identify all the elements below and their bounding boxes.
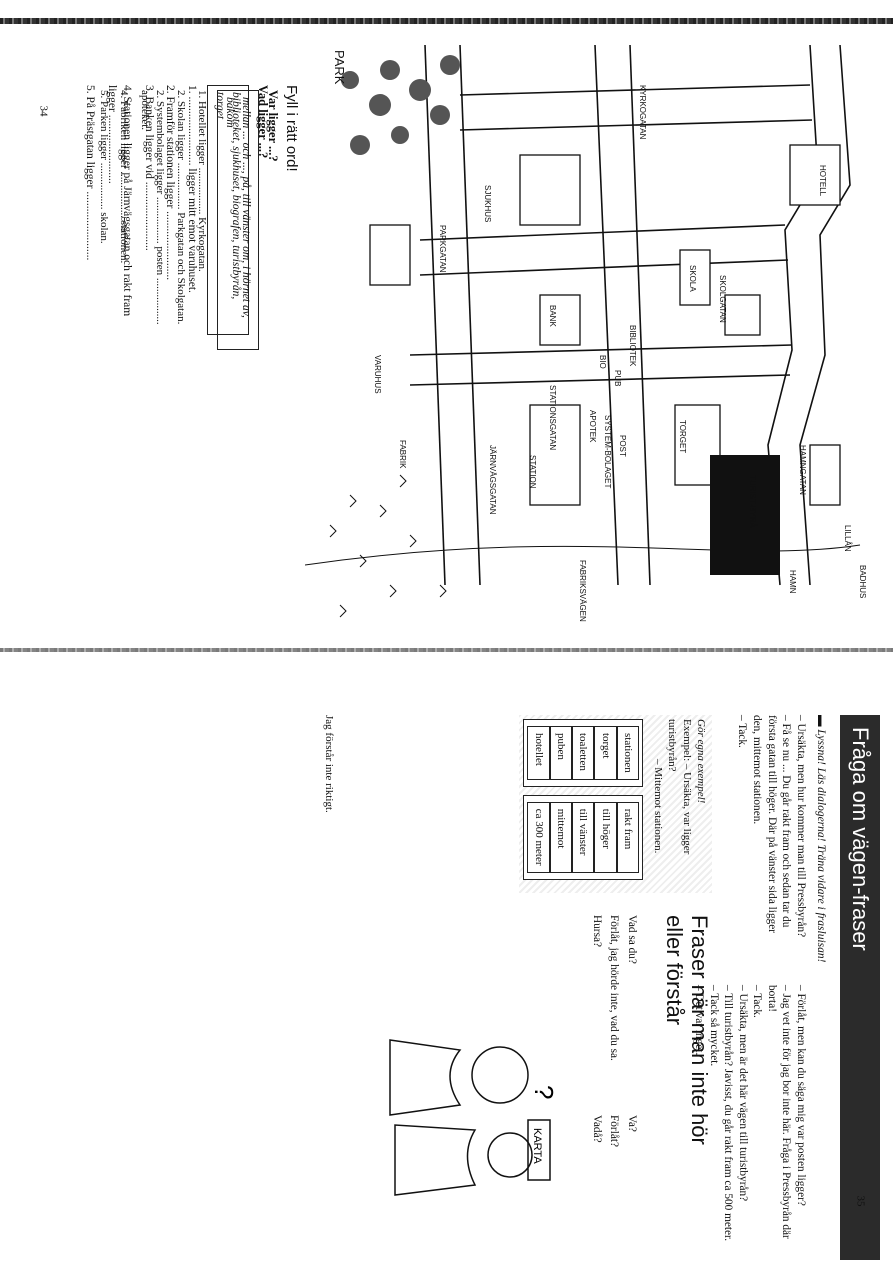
direction-2: till höger [594,801,617,873]
dialog-1-line-2: – Få se nu ... Du går rakt fram och seda… [750,715,793,934]
var-item-5: 5. Parken ligger ................. skola… [97,90,110,244]
place-3: toaletten [571,726,595,780]
map-label-sjukhus: SJUKHUS [483,185,492,222]
map-label-hamngatan: HAMNGATAN [798,445,807,495]
map-label-stationsgatan: STATIONSGATAN [548,385,557,450]
fraser-heading: Fraser när man inte hör eller förstår [661,915,712,1145]
places-column: stationen torget toaletten puben hotelle… [523,719,643,787]
illustration-confused-people: KARTA ? [389,1039,559,1196]
place-2: torget [594,726,617,780]
map-label-hotell: HOTELL [818,165,827,197]
dialog-1-line-1: – Ursäkta, men hur kommer man till Press… [795,715,807,938]
map-label-fabriksvagen: FABRIKSVÄGEN [578,560,587,622]
example-label: Exempel: [680,719,693,762]
dialog-2-line-1: – Förlåt, men kan du säga mig var posten… [795,985,807,1206]
page-34-exercises: Var ligger ...? mellan ... och ..., på, … [20,90,320,650]
dialog-1: – Ursäkta, men hur kommer man till Press… [735,715,808,945]
audio-icon: ▬ [815,715,827,730]
var-ligger-section: Var ligger ...? mellan ... och ..., på, … [90,90,280,350]
map-label-jarnvagsgatan: JÄRNVÄGSGATAN [488,445,497,515]
map-label-lillan: LILLÅN [843,525,852,552]
var-item-3: 2. Systembolaget ligger ................… [139,90,167,325]
map-label-hamn: HAMN [788,570,797,594]
page-35: Fråga om vägen-fraser ▬ Lyssna! Läs dial… [0,655,893,1263]
intro-line: ▬ Lyssna! Läs dialogerna! Träna vidare i… [812,715,828,1255]
practice-title: Gör egna exempel! [695,719,707,804]
page-number-35: 35 [854,1195,867,1207]
map-label-post: POST [618,435,627,457]
dialog-1-line-3: – Tack. [736,715,749,748]
map-label-varuhus: VARUHUS [373,355,382,394]
dialog-2: – Förlåt, men kan du säga mig var posten… [749,985,808,1245]
page-34: PARK BADHUS LILLÅN SJUKHUS SKOLGATAN PAR… [84,44,867,622]
map-label-bank: BANK [548,305,557,327]
var-item-4: 4. Fabriken ligger ................. sta… [118,90,131,264]
question-mark-icon: ? [529,1085,559,1099]
map-label-torget: TORGET [678,420,687,453]
direction-3: till vänster [571,801,595,873]
fras-right-1: Va? [626,1115,638,1132]
var-ligger-wordbox: mellan ... och ..., på, till vänster om,… [216,90,259,350]
map-label-bibliotek: BIBLIOTEK [628,325,637,367]
section-banner: Fråga om vägen-fraser [840,715,880,1260]
caption: Jag förstår inte riktigt. [323,715,335,813]
place-5: hotellet [527,726,550,780]
fras-right-2: Förlåt? [608,1115,621,1147]
dialog-3-line-1: – Ursäkta, men är det här vägen till tur… [737,985,749,1202]
map-label-turistbyra: TURIST-BYRÅ [748,475,757,529]
dialog-2-line-3: – Tack. [750,985,763,1018]
direction-1: rakt fram [616,801,639,873]
map-card-label: KARTA [531,1128,543,1164]
map-label-station: STATION [528,455,537,489]
practice-box: Gör egna exempel! Exempel: – Ursäkta, va… [519,715,712,893]
var-ligger-title: Var ligger ...? [266,90,280,162]
direction-4: mittemot [549,801,572,873]
map-label-kyrkogatan: KYRKOGATAN [638,85,647,140]
map-label-apotek: APOTEK [588,410,597,443]
map-label-pub: PUB [613,370,622,386]
map-label-systembolaget: SYSTEM-BOLAGET [603,415,612,488]
map-label-skolgatan: SKOLGATAN [718,275,727,323]
scan-edge-top [0,18,893,24]
fras-left-2: Förlåt, jag hörde inte, vad du sa. [608,915,621,1061]
factory-building [710,455,780,575]
page-number-34: 34 [37,105,50,117]
directions-column: rakt fram till höger till vänster mittem… [523,794,643,880]
dialog-2-line-2: – Jag vet inte för jag bor inte här. Frå… [765,985,793,1239]
var-item-1: 1. Hotellet ligger ................. Kyr… [195,90,208,272]
map-label-parkgatan: PARKGATAN [438,225,447,273]
map-label-bio: BIO [598,355,607,369]
fras-left-1: Vad sa du? [626,915,638,964]
place-1: stationen [616,726,639,780]
map-label-skola: SKOLA [688,265,697,292]
town-map: PARK BADHUS LILLÅN SJUKHUS SKOLGATAN PAR… [305,44,867,622]
scan-edge-middle [0,648,893,652]
direction-5: ca 300 meter [527,801,550,873]
park-trees [341,55,460,155]
fras-right-3: Vadå? [591,1115,603,1143]
map-label-park: PARK [332,50,347,85]
fras-left-3: Hursa? [591,915,603,947]
var-item-2: 2. Skolan ligger ................. Parkg… [174,90,187,325]
map-label-badhus: BADHUS [858,565,867,598]
dialog-3-line-2: – Till turistbyrån? Javisst, du går rakt… [722,985,735,1242]
example-line-2: – Mittemot stationen. [652,759,665,854]
place-4: puben [549,726,572,780]
fraser-list: Vad sa du? Va? Förlåt, jag hörde inte, va… [588,915,641,1235]
intro-instructions: Lyssna! Läs dialogerna! Träna vidare i f… [815,729,827,963]
map-label-fabrik: FABRIK [398,440,407,469]
